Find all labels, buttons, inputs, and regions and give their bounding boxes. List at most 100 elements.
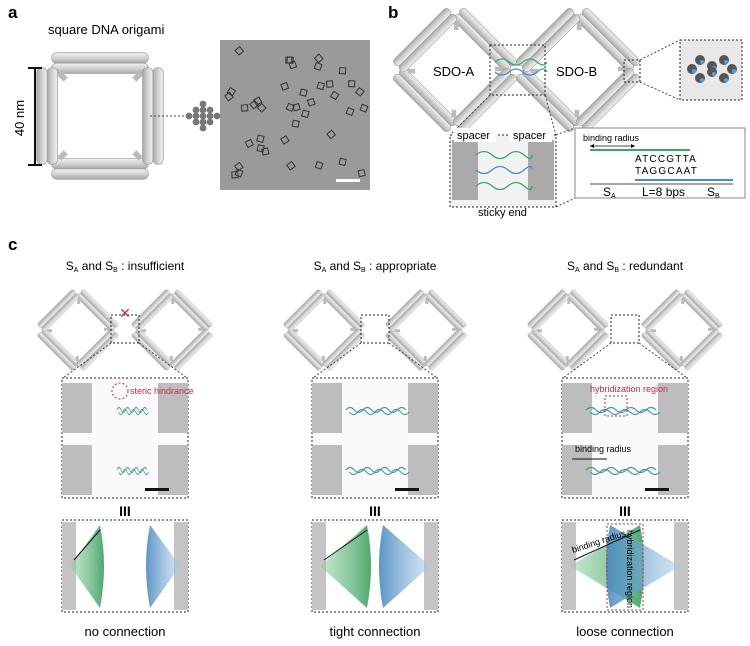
origami-particle	[313, 53, 324, 64]
origami-particle	[261, 147, 270, 156]
panel-a-letter: a	[8, 3, 18, 22]
cone-hybridization-label: hybridization region	[625, 530, 635, 608]
helix-dot	[185, 112, 193, 120]
helix-end	[687, 64, 697, 74]
column-title: SA and SB : appropriate	[314, 259, 437, 274]
zoom-inset: steric hindrance	[61, 377, 194, 499]
origami-left	[521, 283, 614, 376]
sdo-b-label: SDO-B	[556, 64, 597, 79]
origami-particle	[306, 97, 316, 107]
column-caption: tight connection	[329, 624, 420, 639]
helix-dot	[206, 118, 214, 126]
origami-particle	[314, 160, 324, 170]
origami-particle	[231, 171, 239, 179]
spacer-label-left: spacer	[457, 130, 490, 142]
helix-dot	[199, 118, 207, 126]
scale-bar	[336, 179, 360, 182]
column-caption: loose connection	[576, 624, 674, 639]
origami-particle	[224, 91, 234, 102]
zoom-inset	[311, 377, 439, 499]
equivalence-symbol: III	[369, 503, 381, 519]
junction-zoom-box	[489, 44, 546, 96]
origami-left	[277, 283, 370, 376]
origami-particle	[354, 86, 365, 97]
tem-image	[220, 40, 370, 190]
origami-right	[125, 283, 218, 376]
zoom-region	[360, 314, 390, 344]
helix-cross-section	[185, 100, 221, 132]
sequence-inset: binding radius ATCCGTTA TAGGCAAT SA L=8 …	[574, 127, 746, 200]
square-origami-model	[37, 53, 164, 180]
green-binding-cone	[320, 525, 371, 608]
helix-dot	[199, 106, 207, 114]
helix-dot	[199, 100, 207, 108]
helix-end	[727, 64, 737, 74]
origami-particle	[345, 107, 355, 117]
helix-dot	[192, 112, 200, 120]
origami-particle	[280, 81, 290, 91]
helix-end	[719, 55, 729, 65]
origami-particle	[326, 80, 334, 88]
helix-end	[719, 73, 729, 83]
spacer-label-right: spacer	[513, 130, 546, 142]
blue-binding-cone	[146, 525, 180, 608]
sequence-bottom: TAGGCAAT	[635, 166, 698, 177]
origami-particle	[291, 119, 300, 128]
sequence-top: ATCCGTTA	[635, 154, 697, 165]
helix-dot	[206, 106, 214, 114]
zoom-region	[610, 314, 640, 344]
helix-end-inset	[679, 39, 743, 101]
origami-particle	[357, 168, 366, 178]
panel-b-letter: b	[388, 3, 398, 22]
zoom-region	[110, 314, 140, 344]
hybridization-region-label: hybridization region	[590, 384, 668, 394]
helix-end	[707, 67, 717, 77]
panel-c-letter: c	[8, 235, 17, 254]
origami-particle	[338, 157, 347, 167]
binding-radius-label: binding radius	[583, 133, 640, 143]
origami-particle	[286, 160, 296, 171]
column-title: SA and SB : redundant	[567, 259, 684, 274]
column-title: SA and SB : insufficient	[66, 259, 185, 274]
end-zoom-box	[623, 59, 641, 83]
column-caption: no connection	[85, 624, 166, 639]
origami-particle	[234, 168, 244, 178]
sb-label: SB	[707, 185, 720, 200]
helix-dot	[206, 112, 214, 120]
steric-hindrance-label: steric hindrance	[130, 386, 194, 396]
blue-binding-cone	[379, 525, 430, 608]
sticky-end-label: sticky end	[478, 207, 527, 219]
helix-dot	[199, 124, 207, 132]
origami-particle	[329, 90, 340, 101]
sdo-a-label: SDO-A	[433, 64, 475, 79]
helix-end	[695, 55, 705, 65]
origami-particle	[233, 161, 244, 172]
origami-particle	[249, 99, 260, 110]
origami-particle	[285, 102, 295, 112]
cross-mark-icon: ✕	[119, 305, 131, 321]
origami-particle	[280, 135, 290, 145]
length-label: L=8 bps	[642, 185, 685, 199]
blue-binding-cone	[606, 525, 680, 608]
helix-dot	[192, 118, 200, 126]
origami-particle	[313, 61, 323, 71]
equivalence-symbol: III	[619, 503, 631, 519]
origami-particle	[256, 102, 267, 113]
origami-particle	[301, 109, 310, 119]
origami-particle	[256, 134, 265, 143]
column-3: SA and SB : redundant hybridization regio…	[521, 259, 728, 639]
junction-strands	[494, 58, 548, 76]
origami-particle	[288, 60, 298, 70]
origami-right	[635, 283, 728, 376]
helix-dot	[199, 112, 207, 120]
origami-particle	[252, 96, 263, 106]
sa-label: SA	[603, 185, 616, 200]
origami-particle	[348, 80, 356, 88]
column-1: SA and SB : insufficient ✕ steric hindranc…	[31, 259, 218, 639]
cone-model	[311, 519, 439, 613]
origami-particle	[316, 81, 326, 91]
origami-particle	[299, 88, 308, 97]
